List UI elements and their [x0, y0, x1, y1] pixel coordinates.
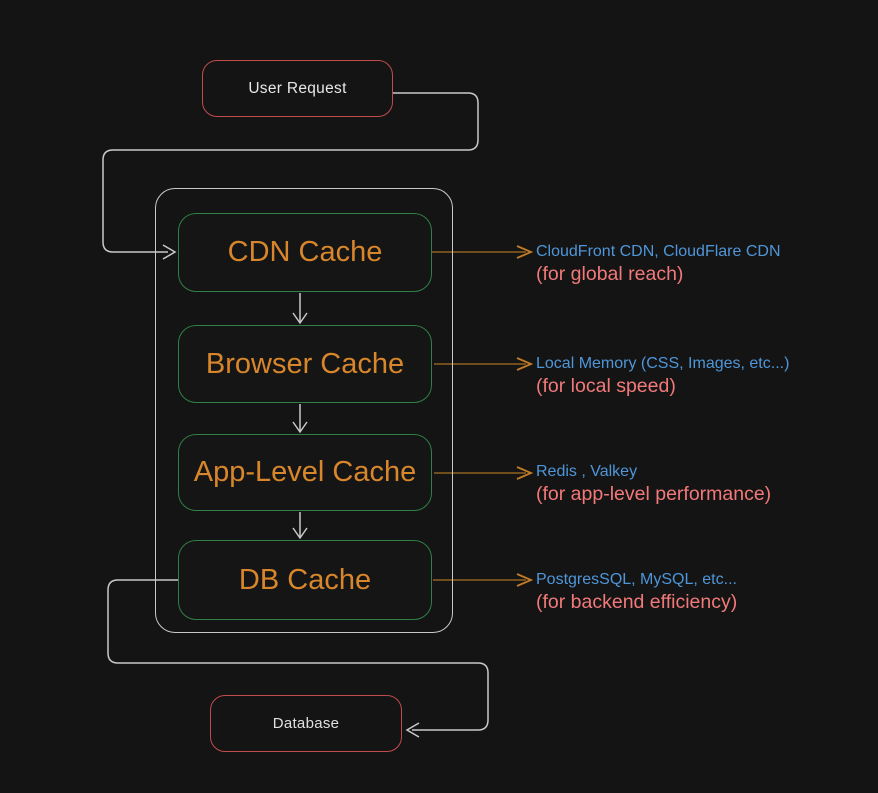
- cache-layers-container: [155, 188, 453, 633]
- user-request-node: User Request: [202, 60, 393, 117]
- arrowhead-into-database: [405, 722, 420, 738]
- cache-node-browser: Browser Cache: [178, 325, 432, 403]
- db-purpose-label: (for backend efficiency): [536, 591, 738, 613]
- cdn-purpose-label: (for global reach): [536, 263, 684, 285]
- browser-purpose-label: (for local speed): [536, 375, 676, 397]
- annotation-cdn: CloudFront CDN, CloudFlare CDN (for glob…: [536, 241, 866, 287]
- database-node: Database: [210, 695, 402, 752]
- cache-node-db: DB Cache: [178, 540, 432, 620]
- db-tech-label: PostgresSQL, MySQL, etc...: [536, 571, 737, 588]
- db-cache-label: DB Cache: [238, 563, 372, 596]
- app-level-purpose-label: (for app-level performance): [536, 483, 772, 505]
- cache-node-app-level: App-Level Cache: [178, 434, 432, 511]
- browser-cache-label: Browser Cache: [205, 347, 405, 380]
- cdn-cache-label: CDN Cache: [227, 236, 383, 268]
- annotation-browser: Local Memory (CSS, Images, etc...) (for …: [536, 353, 866, 399]
- annotation-app-level: Redis , Valkey (for app-level performanc…: [536, 461, 866, 507]
- app-level-cache-label: App-Level Cache: [193, 456, 417, 488]
- app-level-tech-label: Redis , Valkey: [536, 463, 638, 480]
- annotation-db: PostgresSQL, MySQL, etc... (for backend …: [536, 569, 866, 615]
- cache-node-cdn: CDN Cache: [178, 213, 432, 292]
- user-request-label: User Request: [248, 79, 347, 97]
- cdn-tech-label: CloudFront CDN, CloudFlare CDN: [536, 243, 781, 260]
- browser-tech-label: Local Memory (CSS, Images, etc...): [536, 355, 790, 372]
- database-label: Database: [272, 715, 340, 732]
